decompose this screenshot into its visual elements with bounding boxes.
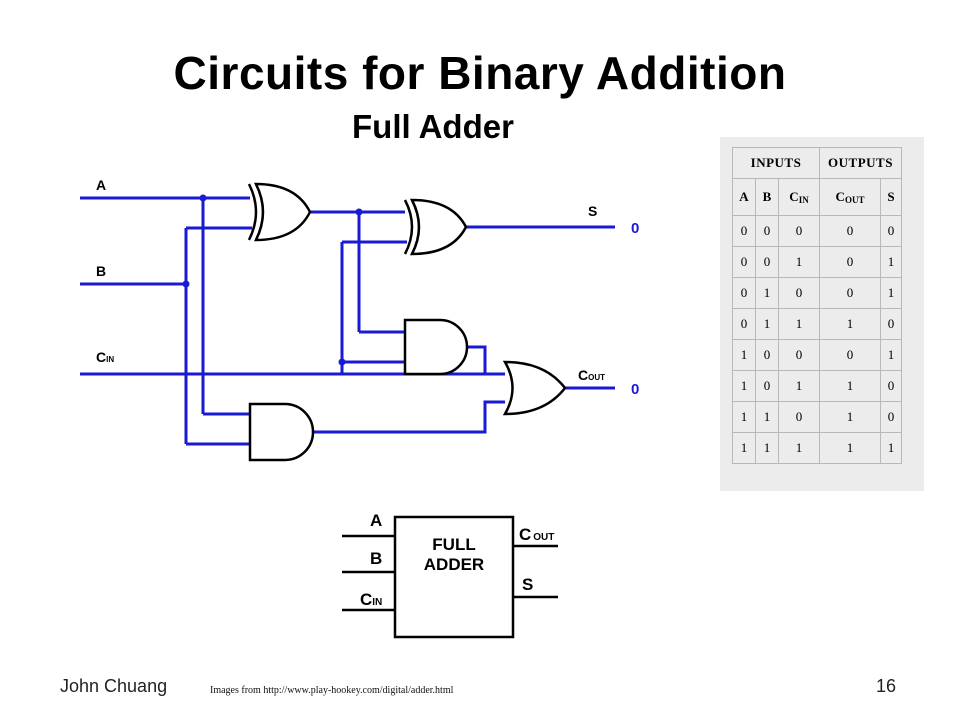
label-cin: CIN [96, 349, 114, 365]
table-cell: 0 [819, 246, 881, 278]
block-input-cin: CIN [360, 590, 382, 609]
table-cell: 1 [778, 246, 820, 278]
table-cell: 1 [778, 432, 820, 464]
table-cell: 1 [778, 308, 820, 340]
table-cell: 0 [819, 277, 881, 309]
table-cell: 0 [778, 215, 820, 247]
table-cell: 1 [880, 339, 902, 371]
table-cell: 1 [755, 277, 779, 309]
table-cell: 1 [880, 246, 902, 278]
col-header-b: B [755, 178, 779, 216]
value-cout: 0 [631, 381, 639, 398]
label-s: S [588, 203, 597, 219]
table-cell: 1 [819, 370, 881, 402]
block-input-b: B [370, 549, 382, 568]
table-cell: 1 [755, 432, 779, 464]
table-cell: 1 [880, 277, 902, 309]
and1-gate [248, 402, 315, 462]
slide-subtitle: Full Adder [352, 108, 514, 145]
xor1-extra-arc [247, 183, 258, 241]
xor2-extra-arc [403, 199, 414, 255]
table-cell: 0 [732, 277, 756, 309]
wire-and2-to-or [467, 345, 505, 376]
xor2-gate [409, 198, 468, 256]
col-header-s: S [880, 178, 902, 216]
value-s: 0 [631, 220, 639, 237]
table-cell: 1 [819, 308, 881, 340]
wire-and1-to-or [313, 400, 505, 434]
table-cell: 1 [732, 339, 756, 371]
label-a: A [96, 177, 106, 193]
and2-gate [403, 318, 469, 376]
table-cell: 0 [755, 215, 779, 247]
table-cell: 1 [732, 370, 756, 402]
table-cell: 1 [778, 370, 820, 402]
table-cell: 0 [880, 215, 902, 247]
slide-title: Circuits for Binary Addition [173, 47, 787, 99]
wire-junction [355, 208, 363, 216]
group-outputs: OUTPUTS [819, 147, 902, 179]
table-cell: 0 [755, 339, 779, 371]
block-input-a: A [370, 511, 382, 530]
col-header-cin: CIN [778, 178, 820, 216]
table-cell: 1 [755, 401, 779, 433]
or-gate [502, 360, 567, 416]
table-cell: 0 [880, 370, 902, 402]
wire-junction [182, 280, 190, 288]
table-cell: 0 [778, 339, 820, 371]
xor1-gate [253, 182, 312, 242]
table-cell: 0 [732, 215, 756, 247]
label-b: B [96, 263, 106, 279]
table-cell: 0 [778, 277, 820, 309]
wire-junction [199, 194, 207, 202]
table-cell: 1 [732, 401, 756, 433]
table-cell: 0 [778, 401, 820, 433]
footer-source: Images from http://www.play-hookey.com/d… [210, 685, 454, 696]
block-output-s: S [522, 575, 533, 594]
table-cell: 1 [732, 432, 756, 464]
block-label-line2: ADDER [424, 555, 484, 574]
table-cell: 1 [755, 308, 779, 340]
table-cell: 1 [819, 401, 881, 433]
footer-author: John Chuang [60, 676, 168, 696]
table-cell: 1 [819, 432, 881, 464]
col-header-cout: COUT [819, 178, 881, 216]
col-header-a: A [732, 178, 756, 216]
wire-junction [338, 358, 346, 366]
table-cell: 0 [732, 246, 756, 278]
table-cell: 0 [755, 246, 779, 278]
table-cell: 0 [880, 308, 902, 340]
table-cell: 0 [755, 370, 779, 402]
table-cell: 0 [732, 308, 756, 340]
table-cell: 0 [819, 215, 881, 247]
label-cout: COUT [578, 367, 605, 383]
full-adder-circuit: A B CIN S COUT 0 0 [80, 177, 639, 462]
table-cell: 0 [819, 339, 881, 371]
group-inputs: INPUTS [732, 147, 820, 179]
table-cell: 1 [880, 432, 902, 464]
block-box [393, 515, 515, 639]
block-label-line1: FULL [432, 535, 475, 554]
table-cell: 0 [880, 401, 902, 433]
page-number: 16 [876, 676, 897, 696]
